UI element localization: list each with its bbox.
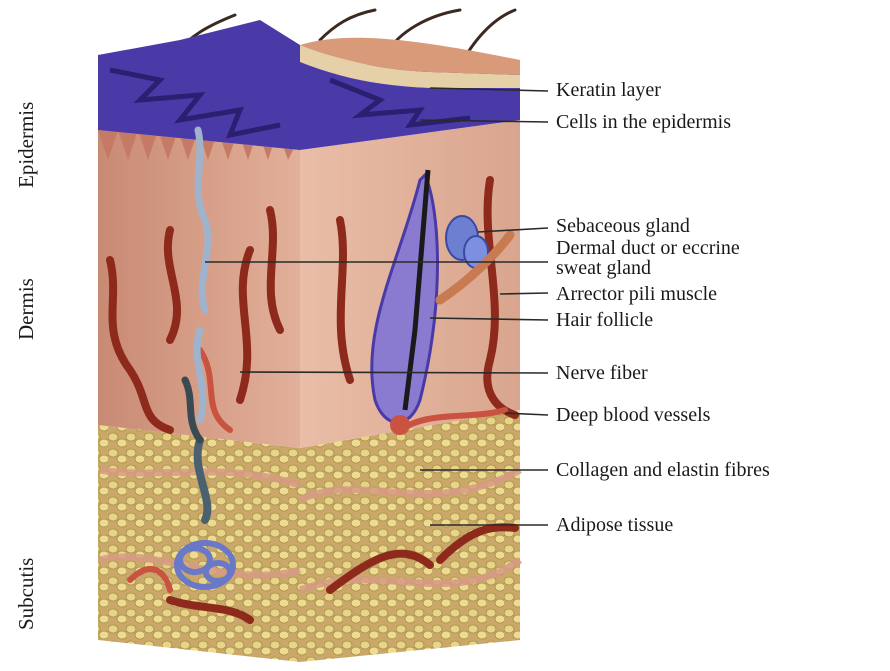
region-epidermis: Epidermis: [14, 102, 39, 188]
label-nerve-fiber: Nerve fiber: [556, 363, 648, 383]
label-hair-follicle: Hair follicle: [556, 310, 653, 330]
subcutis-side: [300, 410, 520, 662]
label-deep-blood-vessels: Deep blood vessels: [556, 405, 710, 425]
label-arrector-pili: Arrector pili muscle: [556, 284, 717, 304]
label-sweat-gland: sweat gland: [556, 258, 651, 278]
label-keratin-layer: Keratin layer: [556, 80, 661, 100]
label-sebaceous-gland: Sebaceous gland: [556, 216, 690, 236]
label-collagen-elastin: Collagen and elastin fibres: [556, 460, 770, 480]
label-dermal-duct: Dermal duct or eccrine: [556, 238, 740, 258]
region-subcutis: Subcutis: [14, 558, 39, 630]
label-adipose-tissue: Adipose tissue: [556, 515, 673, 535]
region-dermis: Dermis: [14, 278, 39, 340]
label-epidermis-cells: Cells in the epidermis: [556, 112, 731, 132]
